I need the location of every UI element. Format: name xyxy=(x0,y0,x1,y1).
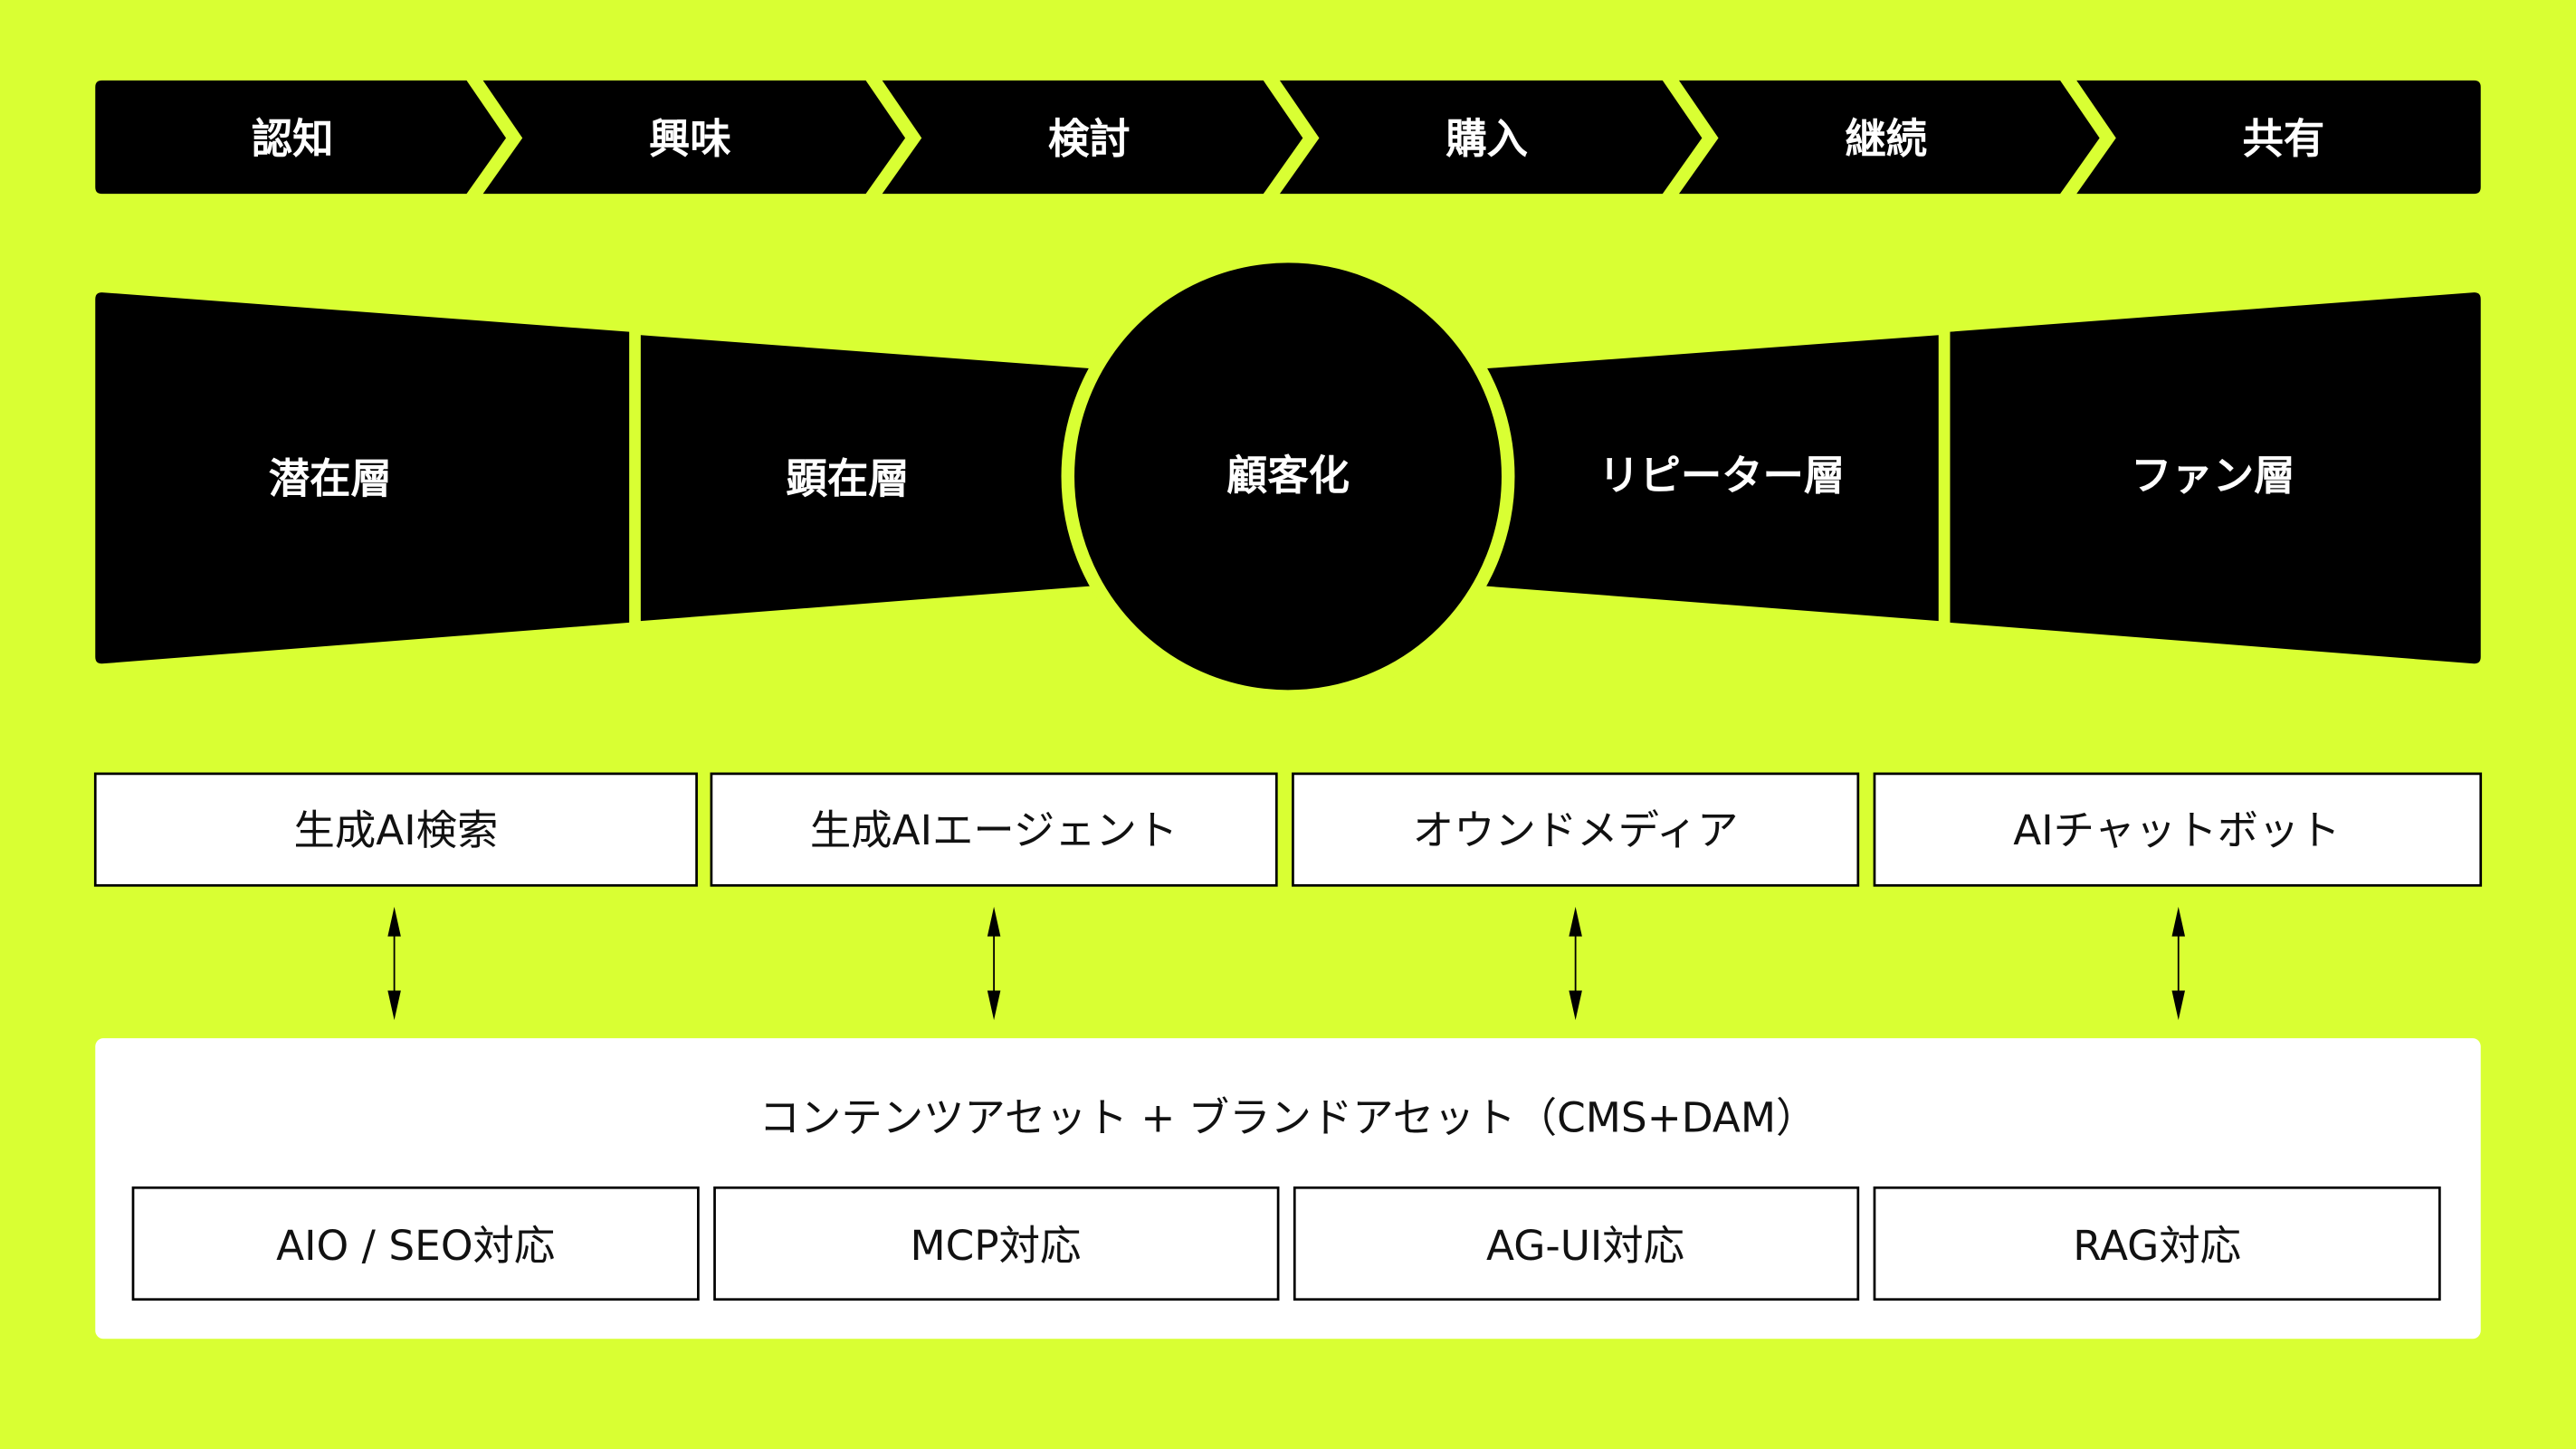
asset-label: AG-UI対応 xyxy=(1486,1222,1684,1270)
asset-label: RAG対応 xyxy=(2073,1222,2241,1270)
stage-label: 興味 xyxy=(649,115,731,163)
layer-label: ファン層 xyxy=(2131,452,2295,500)
stage-label: 継続 xyxy=(1845,115,1927,163)
channel-label: オウンドメディア xyxy=(1413,806,1739,854)
layer-latent-shape xyxy=(95,292,630,664)
channel-box xyxy=(1292,772,1860,887)
channel-label: 生成AI検索 xyxy=(293,806,498,854)
stage-bar: 認知 興味 検討 購入 継続 共有 xyxy=(95,80,2481,195)
layer-apparent-shape xyxy=(640,335,1150,622)
channel-box xyxy=(93,772,698,887)
layer-fan-shape xyxy=(1950,292,2481,664)
stage-chevron xyxy=(882,80,1303,195)
stage-label: 購入 xyxy=(1445,115,1528,163)
asset-box xyxy=(1873,1186,2441,1301)
stage-label: 共有 xyxy=(2243,115,2325,163)
stage-chevron xyxy=(2076,80,2481,195)
asset-box xyxy=(713,1186,1280,1301)
asset-box xyxy=(131,1186,700,1301)
layer-customer-circle xyxy=(1061,249,1515,703)
stage-chevron xyxy=(1678,80,2100,195)
stage-chevron xyxy=(1279,80,1703,195)
layer-label: 潜在層 xyxy=(269,455,392,503)
asset-label: MCP対応 xyxy=(910,1222,1081,1270)
asset-label: AIO / SEO対応 xyxy=(276,1222,555,1270)
layer-label: リピーター層 xyxy=(1598,452,1845,500)
layer-label-center: 顧客化 xyxy=(1226,452,1350,500)
asset-panel: コンテンツアセット + ブランドアセット（CMS+DAM） AIO / SEO対… xyxy=(95,1038,2481,1339)
channel-label: AIチャットボット xyxy=(2013,806,2340,854)
stage-chevron xyxy=(95,80,507,195)
layer-repeater-shape xyxy=(1426,335,1939,622)
double-arrow-icon xyxy=(2171,906,2186,1021)
double-arrow-icon xyxy=(987,906,1001,1021)
channel-box xyxy=(710,772,1278,887)
channel-row: 生成AI検索 生成AIエージェント オウンドメディア AIチャットボット xyxy=(93,772,2483,887)
bidirectional-arrows xyxy=(387,906,2186,1021)
layer-label: 顕在層 xyxy=(787,455,910,503)
channel-label: 生成AIエージェント xyxy=(810,806,1178,854)
stage-label: 認知 xyxy=(252,115,334,163)
bowtie: 潜在層 顕在層 顧客化 リピーター層 ファン層 xyxy=(95,249,2481,703)
asset-panel-title: コンテンツアセット + ブランドアセット（CMS+DAM） xyxy=(759,1094,1818,1142)
channel-box xyxy=(1873,772,2483,887)
stage-label: 検討 xyxy=(1048,115,1131,163)
asset-box xyxy=(1293,1186,1860,1301)
stage-chevron xyxy=(482,80,906,195)
double-arrow-icon xyxy=(1569,906,1582,1021)
double-arrow-icon xyxy=(387,906,401,1021)
